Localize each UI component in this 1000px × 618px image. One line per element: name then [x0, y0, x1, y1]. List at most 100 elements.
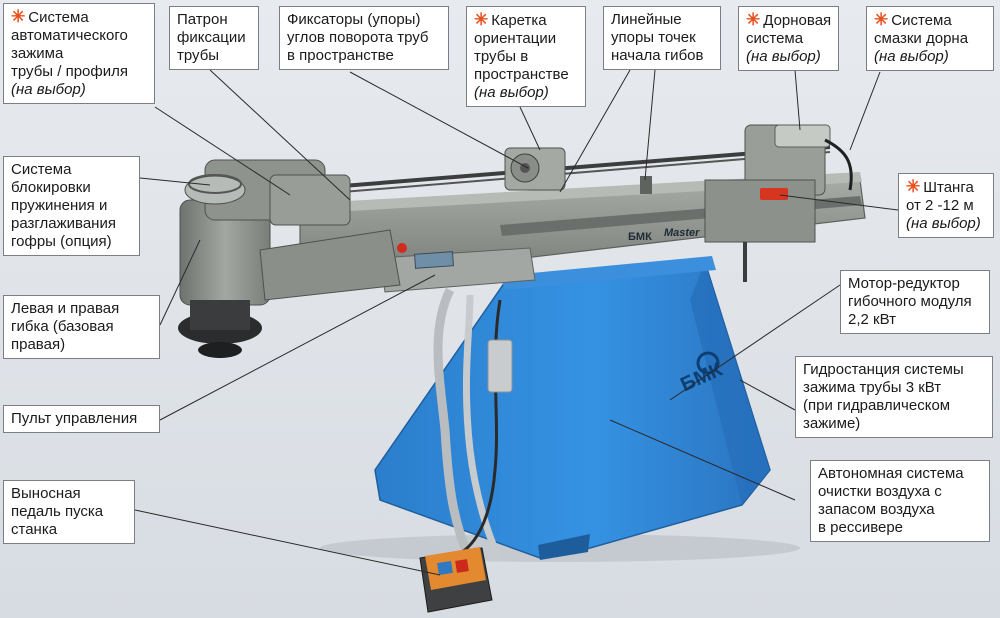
- chuck-block: [269, 174, 351, 226]
- callout-line: Фиксаторы (упоры): [287, 11, 421, 28]
- gear-motor-foot: [198, 342, 242, 358]
- emergency-stop: [397, 243, 407, 253]
- callout-line: станка: [11, 521, 58, 538]
- callout-air-cleaning: Автономная система очистки воздуха с зап…: [810, 460, 990, 542]
- callout-line: гибка (базовая: [11, 318, 114, 335]
- option-marker-icon: ✳: [474, 10, 489, 29]
- leader-rod: [779, 194, 899, 211]
- callout-line: Система: [11, 161, 72, 178]
- callout-line: Мотор-редуктор: [848, 275, 960, 292]
- callout-line: система: [746, 30, 804, 47]
- callout-option: (на выбор): [474, 84, 549, 101]
- callout-line: Дорновая: [763, 12, 832, 29]
- leader-control-panel: [159, 274, 436, 421]
- callout-line: упоры точек: [611, 29, 696, 46]
- rear-cabinet: [704, 179, 816, 243]
- leader-linear-stops-b: [559, 69, 631, 193]
- callout-line: правая): [11, 336, 66, 353]
- base-side-panel: [690, 262, 770, 505]
- callout-line: 2,2 кВт: [848, 311, 896, 328]
- pedal-button-red: [455, 559, 469, 573]
- callout-line: Линейные: [611, 11, 682, 28]
- callout-line: трубы: [177, 47, 220, 64]
- callout-line: Выносная: [11, 485, 81, 502]
- leader-rotation-stops: [349, 71, 529, 169]
- callout-mandrel-system: ✳Дорновая система (на выбор): [738, 6, 839, 71]
- bend-die-groove: [188, 174, 242, 194]
- leader-lines: [134, 69, 899, 576]
- callout-line: Каретка: [491, 12, 547, 29]
- callout-orientation-carriage: ✳Каретка ориентации трубы в пространстве…: [466, 6, 586, 107]
- leader-gear-motor: [669, 284, 841, 401]
- callout-option: (на выбор): [874, 48, 949, 65]
- leader-left-right: [159, 239, 201, 326]
- head-arm: [259, 229, 401, 301]
- callout-option: (на выбор): [906, 215, 981, 232]
- control-panel-screen: [414, 251, 454, 269]
- callout-line: (при гидравлическом: [803, 397, 951, 414]
- callout-line: ориентации: [474, 30, 557, 47]
- callout-option: (на выбор): [11, 81, 86, 98]
- pedal-button-blue: [437, 560, 453, 576]
- bed-logo: БМК: [628, 231, 652, 243]
- callout-line: зажиме): [803, 415, 861, 432]
- leader-linear-stops-a: [644, 69, 656, 181]
- callout-line: в рессивере: [818, 519, 904, 536]
- leader-hydraulic: [739, 379, 796, 411]
- bed-model-plate: Master: [664, 227, 700, 239]
- callout-control-panel: Пульт управления: [3, 405, 160, 433]
- hose-gray: [433, 287, 475, 562]
- leader-spring-lock: [139, 177, 211, 186]
- leader-auto-clamp: [154, 106, 291, 196]
- callout-line: автоматического: [11, 27, 128, 44]
- callout-line: блокировки: [11, 179, 91, 196]
- callout-line: фиксации: [177, 29, 246, 46]
- callout-line: от 2 -12 м: [906, 197, 974, 214]
- callout-hydraulic-station: Гидростанция системы зажима трубы 3 кВт …: [795, 356, 993, 438]
- rod-red-grip: [760, 188, 788, 200]
- option-marker-icon: ✳: [906, 177, 921, 196]
- callout-gear-motor: Мотор-редуктор гибочного модуля 2,2 кВт: [840, 270, 990, 334]
- base-top-lip: [500, 256, 716, 290]
- callout-line: разглаживания: [11, 215, 116, 232]
- callout-foot-pedal: Выносная педаль пуска станка: [3, 480, 135, 544]
- callout-option: (на выбор): [746, 48, 821, 65]
- hose-gray-2: [462, 294, 504, 562]
- callout-line: смазки дорна: [874, 30, 969, 47]
- callout-line: Штанга: [923, 179, 974, 196]
- callout-line: Гидростанция системы: [803, 361, 964, 378]
- callout-line: гофры (опция): [11, 233, 112, 250]
- callout-spring-lock: Система блокировки пружинения и разглажи…: [3, 156, 140, 256]
- callout-rotation-stops: Фиксаторы (упоры) углов поворота труб в …: [279, 6, 449, 70]
- leader-air-cleaning: [609, 419, 796, 501]
- callout-linear-stops: Линейные упоры точек начала гибов: [603, 6, 721, 70]
- callout-line: Система: [891, 12, 952, 29]
- lube-hose: [824, 138, 853, 191]
- callout-line: Левая и правая: [11, 300, 120, 317]
- pedal-top: [425, 547, 486, 590]
- callout-line: трубы / профиля: [11, 63, 128, 80]
- option-marker-icon: ✳: [746, 10, 761, 29]
- callout-mandrel-lube: ✳Система смазки дорна (на выбор): [866, 6, 994, 71]
- callout-line: в пространстве: [287, 47, 394, 64]
- foot-pedal-unit: [419, 547, 493, 613]
- leader-pipe-chuck: [209, 69, 351, 201]
- leader-lube: [849, 71, 881, 151]
- base-logo-mark: [696, 351, 720, 375]
- junction-box: [487, 339, 513, 393]
- linear-stop: [640, 176, 652, 194]
- callout-line: углов поворота труб: [287, 29, 429, 46]
- callout-line: запасом воздуха: [818, 501, 935, 518]
- leader-mandrel: [794, 69, 801, 131]
- callout-line: Пульт управления: [11, 410, 138, 427]
- callout-line: начала гибов: [611, 47, 704, 64]
- base-foot: [538, 534, 590, 560]
- callout-left-right-bend: Левая и правая гибка (базовая правая): [3, 295, 160, 359]
- callout-line: зажима: [11, 45, 64, 62]
- gear-motor-body: [190, 300, 250, 330]
- leader-orientation: [519, 106, 541, 151]
- callout-line: трубы в: [474, 48, 529, 65]
- callout-pipe-chuck: Патрон фиксации трубы: [169, 6, 259, 70]
